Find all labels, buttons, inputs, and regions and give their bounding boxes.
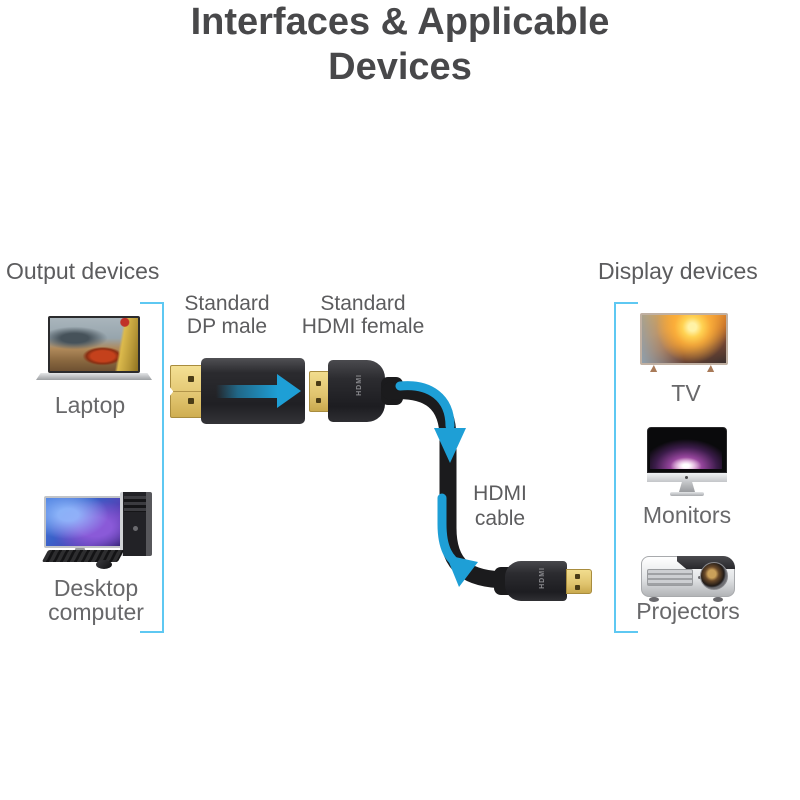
desktop-computer-image xyxy=(34,488,154,572)
projectors-label: Projectors xyxy=(636,598,740,624)
cable-flow-arrow-1 xyxy=(395,381,455,431)
hdmi-pin xyxy=(575,585,580,590)
monitor-stand xyxy=(679,482,695,492)
tv-leg xyxy=(707,365,715,372)
hdmi-connector-body: HDMI xyxy=(328,360,385,422)
monitor-image xyxy=(647,427,727,497)
hdmi-cable-label: HDMI cable xyxy=(440,481,560,531)
hdmi-cable-connector-body: HDMI xyxy=(505,561,567,601)
hdmi-port-text: HDMI xyxy=(539,567,546,589)
tv-label: TV xyxy=(671,380,701,406)
laptop-label: Laptop xyxy=(54,392,126,418)
direction-arrow-icon xyxy=(216,385,278,398)
page-title: Interfaces & Applicable Devices xyxy=(0,0,800,90)
tv-screen xyxy=(640,313,728,365)
hdmi-cable-connector-tip xyxy=(566,569,592,594)
projector-foot xyxy=(713,597,723,602)
monitor-logo xyxy=(685,476,688,479)
display-devices-heading: Display devices xyxy=(598,258,758,284)
hdmi-pin xyxy=(575,574,580,579)
dp-pin xyxy=(188,376,194,382)
page-title-line2: Devices xyxy=(328,46,472,88)
dp-seam xyxy=(171,391,202,392)
hdmi-female-label: Standard HDMI female xyxy=(292,292,434,338)
projector-image xyxy=(641,556,735,603)
hdmi-cable-label-line1: HDMI xyxy=(473,482,527,505)
hdmi-female-label-line1: Standard xyxy=(320,292,406,315)
dp-male-label-line2: DP male xyxy=(186,315,268,338)
dp-male-connector xyxy=(170,365,203,418)
hdmi-male-tip xyxy=(309,371,330,412)
tv-leg xyxy=(650,365,658,372)
dp-male-label-line1: Standard xyxy=(184,292,270,315)
desktop-computer-label-line2: computer xyxy=(48,599,144,625)
desktop-power-button xyxy=(133,526,138,531)
desktop-keyboard xyxy=(41,550,125,562)
hdmi-female-label-line2: HDMI female xyxy=(301,315,425,338)
desktop-mouse xyxy=(96,560,112,569)
hdmi-port-text: HDMI xyxy=(356,374,363,396)
projector-foot xyxy=(649,597,659,602)
output-devices-heading: Output devices xyxy=(6,258,160,284)
laptop-screen xyxy=(48,316,140,373)
laptop-base xyxy=(36,373,152,380)
desktop-tower xyxy=(120,492,152,556)
monitor-wallpaper xyxy=(650,430,722,469)
desktop-drive-bays xyxy=(124,496,146,512)
monitors-label: Monitors xyxy=(642,502,732,528)
dp-pin xyxy=(188,398,194,404)
desktop-computer-label-line1: Desktop xyxy=(53,575,139,601)
desktop-computer-label: Desktop computer xyxy=(26,576,166,624)
hdmi-pin xyxy=(316,398,321,403)
laptop-image xyxy=(36,316,152,382)
left-bracket xyxy=(140,302,164,633)
monitor-base xyxy=(670,492,704,496)
direction-arrow-head-icon xyxy=(277,374,301,408)
right-bracket xyxy=(614,302,638,633)
projector-indicator xyxy=(698,576,701,579)
page-title-line1: Interfaces & Applicable xyxy=(190,1,610,43)
cable-flow-arrow-1-head xyxy=(434,428,466,463)
hdmi-pin xyxy=(316,381,321,386)
cable-flow-arrow-2-head xyxy=(446,555,478,587)
projector-vent-grille xyxy=(647,569,693,586)
dp-male-label: Standard DP male xyxy=(157,292,297,338)
tv-image xyxy=(640,313,728,373)
desktop-monitor xyxy=(44,496,122,548)
hdmi-cable-label-line2: cable xyxy=(474,507,526,530)
projector-lens xyxy=(700,562,728,590)
